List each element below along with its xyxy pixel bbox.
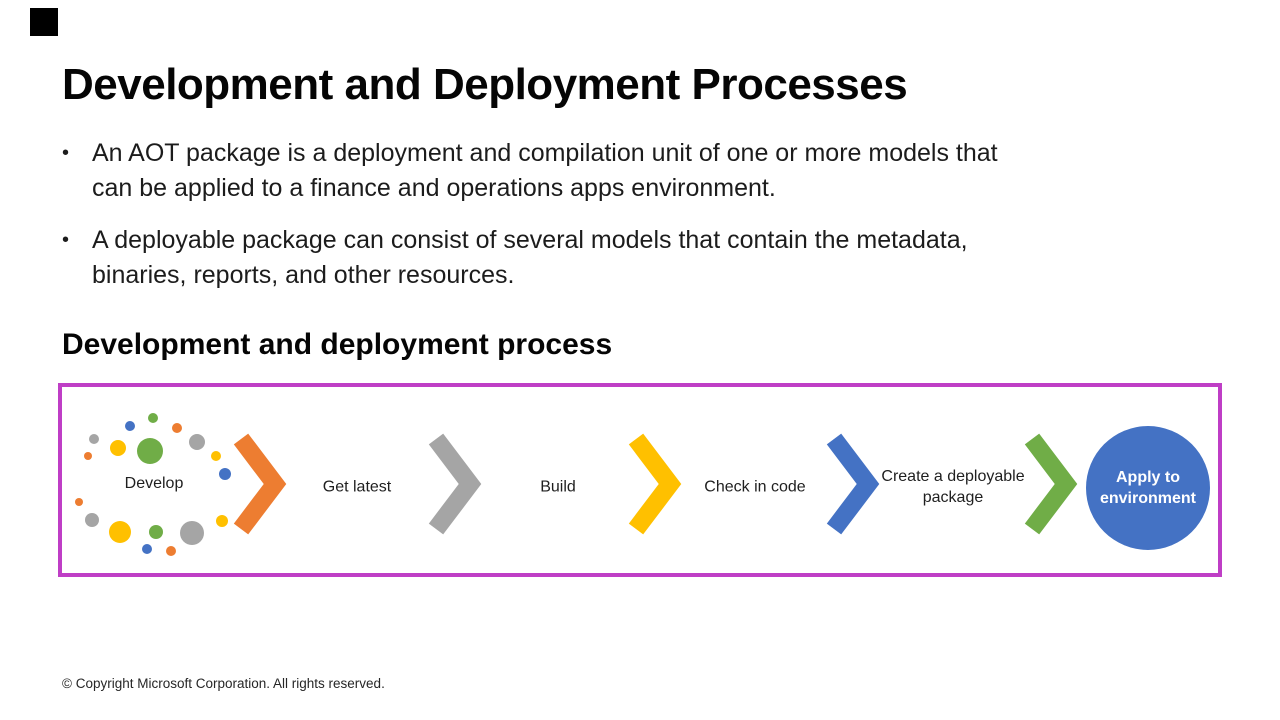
diagram-heading: Development and deployment process <box>62 328 613 361</box>
develop-dot <box>172 423 182 433</box>
develop-dot <box>166 546 176 556</box>
stage-apply-environment-label: Apply to environment <box>1099 469 1196 507</box>
stage-develop-label: Develop <box>124 475 184 492</box>
copyright-footer: © Copyright Microsoft Corporation. All r… <box>62 676 385 691</box>
bullet-line: binaries, reports, and other resources. <box>92 261 515 289</box>
process-diagram: Develop Get latest Build Check in code C… <box>58 383 1222 577</box>
bullet-marker: • <box>62 142 70 164</box>
develop-dot <box>89 434 99 444</box>
stage-develop: Develop <box>72 411 236 557</box>
bullet-text: A deployable package can consist of seve… <box>92 223 968 293</box>
stage-get-latest-label: Get latest <box>322 478 392 496</box>
develop-dot <box>137 438 163 464</box>
blue-chevron-icon <box>826 433 880 535</box>
develop-dot <box>110 440 126 456</box>
develop-dot <box>180 521 204 545</box>
stage-create-package-label: Create a deployable package <box>881 468 1025 506</box>
develop-dot <box>85 513 99 527</box>
bullet-item: • An AOT package is a deployment and com… <box>62 136 1172 206</box>
bullet-list: • An AOT package is a deployment and com… <box>62 136 1172 310</box>
bullet-line: A deployable package can consist of seve… <box>92 226 968 254</box>
bullet-item: • A deployable package can consist of se… <box>62 223 1172 293</box>
orange-chevron-icon <box>233 433 287 535</box>
develop-dot <box>216 515 228 527</box>
develop-dot <box>148 413 158 423</box>
stage-check-in-code-label: Check in code <box>704 478 806 496</box>
slide-corner-mark <box>30 8 58 36</box>
develop-dot <box>189 434 205 450</box>
develop-dot <box>211 451 221 461</box>
develop-dot <box>219 468 231 480</box>
develop-dot <box>149 525 163 539</box>
develop-dot <box>142 544 152 554</box>
develop-dot <box>109 521 131 543</box>
stage-build-label: Build <box>540 478 576 496</box>
gray-chevron-icon <box>428 433 482 535</box>
bullet-line: can be applied to a finance and operatio… <box>92 174 776 202</box>
process-flow: Develop Get latest Build Check in code C… <box>62 387 1218 573</box>
green-chevron-icon <box>1024 433 1078 535</box>
develop-dot <box>84 452 92 460</box>
slide-title: Development and Deployment Processes <box>62 60 908 109</box>
develop-dot <box>125 421 135 431</box>
bullet-marker: • <box>62 229 70 251</box>
develop-dot <box>75 498 83 506</box>
yellow-chevron-icon <box>628 433 682 535</box>
stage-apply-environment-circle: Apply to environment <box>1086 426 1210 550</box>
bullet-line: An AOT package is a deployment and compi… <box>92 139 998 167</box>
bullet-text: An AOT package is a deployment and compi… <box>92 136 998 206</box>
